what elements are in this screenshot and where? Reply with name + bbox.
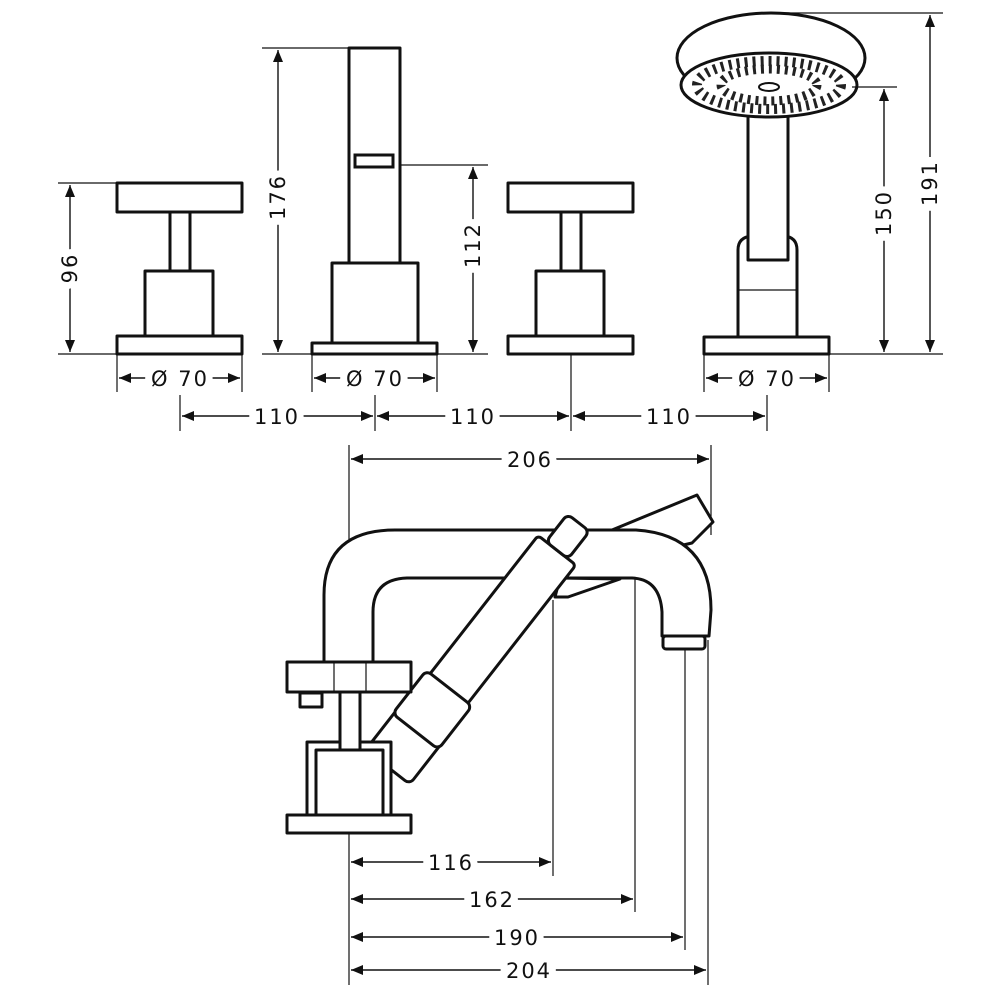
dimension-diameter-shower: Ø 70: [703, 354, 830, 398]
dimension-162: 162: [351, 881, 633, 919]
hand-shower-front: [675, 11, 867, 356]
svg-text:Ø 70: Ø 70: [738, 367, 796, 391]
dimension-diameter-left: Ø 70: [116, 354, 243, 398]
svg-text:191: 191: [918, 160, 942, 206]
side-extension-lines: [348, 445, 712, 985]
svg-text:Ø 70: Ø 70: [346, 367, 404, 391]
svg-text:110: 110: [646, 405, 692, 429]
spray-nozzles-inner: [716, 64, 822, 106]
dimension-112: 112: [400, 164, 492, 355]
dimension-204: 204: [351, 952, 706, 990]
svg-text:116: 116: [428, 851, 474, 875]
svg-text:176: 176: [266, 174, 290, 220]
dimension-150: 150: [829, 86, 943, 355]
right-cross-handle-front: [506, 181, 635, 356]
svg-text:204: 204: [506, 959, 552, 983]
svg-text:190: 190: [494, 926, 540, 950]
spray-nozzles-outer: [692, 56, 846, 114]
svg-text:110: 110: [450, 405, 496, 429]
dimension-spacing: 110 110 110: [179, 354, 768, 436]
svg-text:110: 110: [254, 405, 300, 429]
svg-text:150: 150: [872, 190, 896, 236]
spout-front: [310, 46, 439, 356]
svg-text:Ø 70: Ø 70: [151, 367, 209, 391]
dimension-diameter-spout: Ø 70: [311, 354, 438, 398]
svg-text:96: 96: [58, 253, 82, 284]
dimension-190: 190: [351, 919, 683, 957]
dimension-96: 96: [51, 182, 117, 355]
dimension-116: 116: [351, 844, 551, 882]
faucet-side-view: [285, 493, 715, 835]
spout-side: [322, 528, 713, 664]
left-cross-handle-front: [115, 181, 244, 356]
dimension-206: 206: [351, 441, 709, 479]
svg-text:112: 112: [461, 222, 485, 268]
svg-text:206: 206: [507, 448, 553, 472]
svg-text:162: 162: [469, 888, 515, 912]
